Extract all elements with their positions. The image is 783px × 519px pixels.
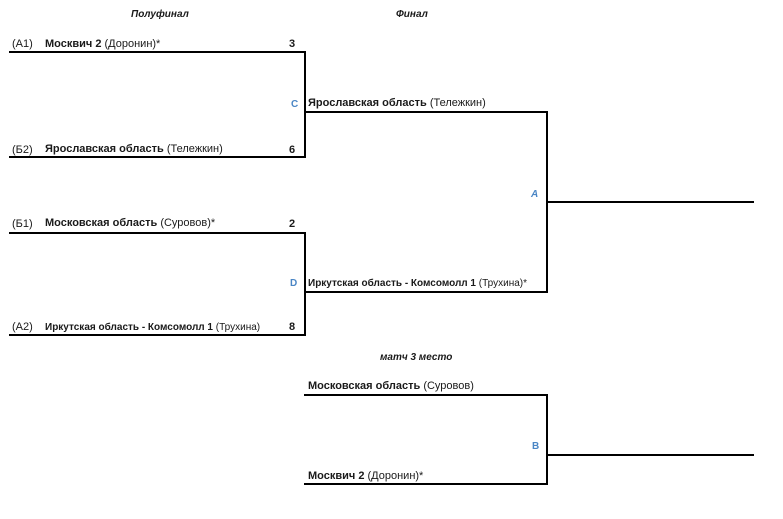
bracket-connector — [304, 51, 306, 158]
semifinal-heading: Полуфинал — [131, 9, 189, 20]
bracket-connector — [304, 232, 306, 336]
semifinal-d-bottom-score: 8 — [289, 321, 296, 333]
semifinal-c-bottom-score: 6 — [289, 144, 296, 156]
semifinal-d-bottom-entry: Иркутская область - Комсомолл 1 (Трухина… — [45, 321, 260, 334]
semifinal-c-top-seed: (А1) — [12, 38, 33, 50]
semifinal-d-bottom-coach: (Трухина) — [215, 322, 261, 333]
semifinal-c-top-coach: (Доронин)* — [104, 38, 161, 50]
third-bottom-coach: (Доронин)* — [367, 470, 424, 482]
third-top-team: Московская область — [308, 380, 421, 392]
bracket-line — [304, 483, 548, 485]
semifinal-c-bottom-team: Ярославская область — [45, 143, 164, 155]
bracket-line — [304, 291, 548, 293]
semifinal-d-top-entry: Московская область (Суровов)* — [45, 217, 215, 230]
semifinal-d-top-coach: (Суровов)* — [160, 217, 216, 229]
semifinal-c-bottom-entry: Ярославская область (Тележкин) — [45, 143, 223, 156]
match-label-d: D — [290, 278, 298, 289]
match-label-b: B — [532, 441, 540, 452]
semifinal-d-top-seed: (Б1) — [12, 218, 33, 230]
final-bottom-coach: (Трухина)* — [478, 278, 527, 289]
third-place-heading: матч 3 место — [380, 352, 453, 363]
semifinal-d-top-score: 2 — [289, 218, 296, 230]
third-bottom-team: Москвич 2 — [308, 470, 365, 482]
semifinal-c-top-score: 3 — [289, 38, 296, 50]
match-label-a: A — [531, 189, 539, 200]
final-bottom-entry: Иркутская область - Комсомолл 1 (Трухина… — [308, 277, 527, 290]
semifinal-d-bottom-seed: (А2) — [12, 321, 33, 333]
bracket-connector — [546, 394, 548, 485]
semifinal-d-top-team: Московская область — [45, 217, 158, 229]
bracket-line — [9, 232, 306, 234]
bracket-line — [9, 334, 306, 336]
final-top-entry: Ярославская область (Тележкин) — [308, 97, 486, 110]
final-top-coach: (Тележкин) — [429, 97, 486, 109]
final-top-team: Ярославская область — [308, 97, 427, 109]
third-top-entry: Московская область (Суровов) — [308, 380, 474, 393]
bracket-line — [9, 156, 306, 158]
third-bottom-entry: Москвич 2 (Доронин)* — [308, 470, 423, 483]
bracket-line — [304, 394, 548, 396]
bracket-line — [304, 111, 548, 113]
semifinal-c-bottom-coach: (Тележкин) — [166, 143, 223, 155]
bracket-line — [9, 51, 306, 53]
final-winner-line — [546, 201, 754, 203]
semifinal-d-bottom-team: Иркутская область - Комсомолл 1 — [45, 322, 213, 333]
semifinal-c-bottom-seed: (Б2) — [12, 144, 33, 156]
semifinal-c-top-team: Москвич 2 — [45, 38, 102, 50]
third-top-coach: (Суровов) — [423, 380, 474, 392]
final-heading: Финал — [396, 9, 428, 20]
third-winner-line — [546, 454, 754, 456]
match-label-c: C — [291, 99, 299, 110]
semifinal-c-top-entry: Москвич 2 (Доронин)* — [45, 38, 160, 51]
final-bottom-team: Иркутская область - Комсомолл 1 — [308, 278, 476, 289]
